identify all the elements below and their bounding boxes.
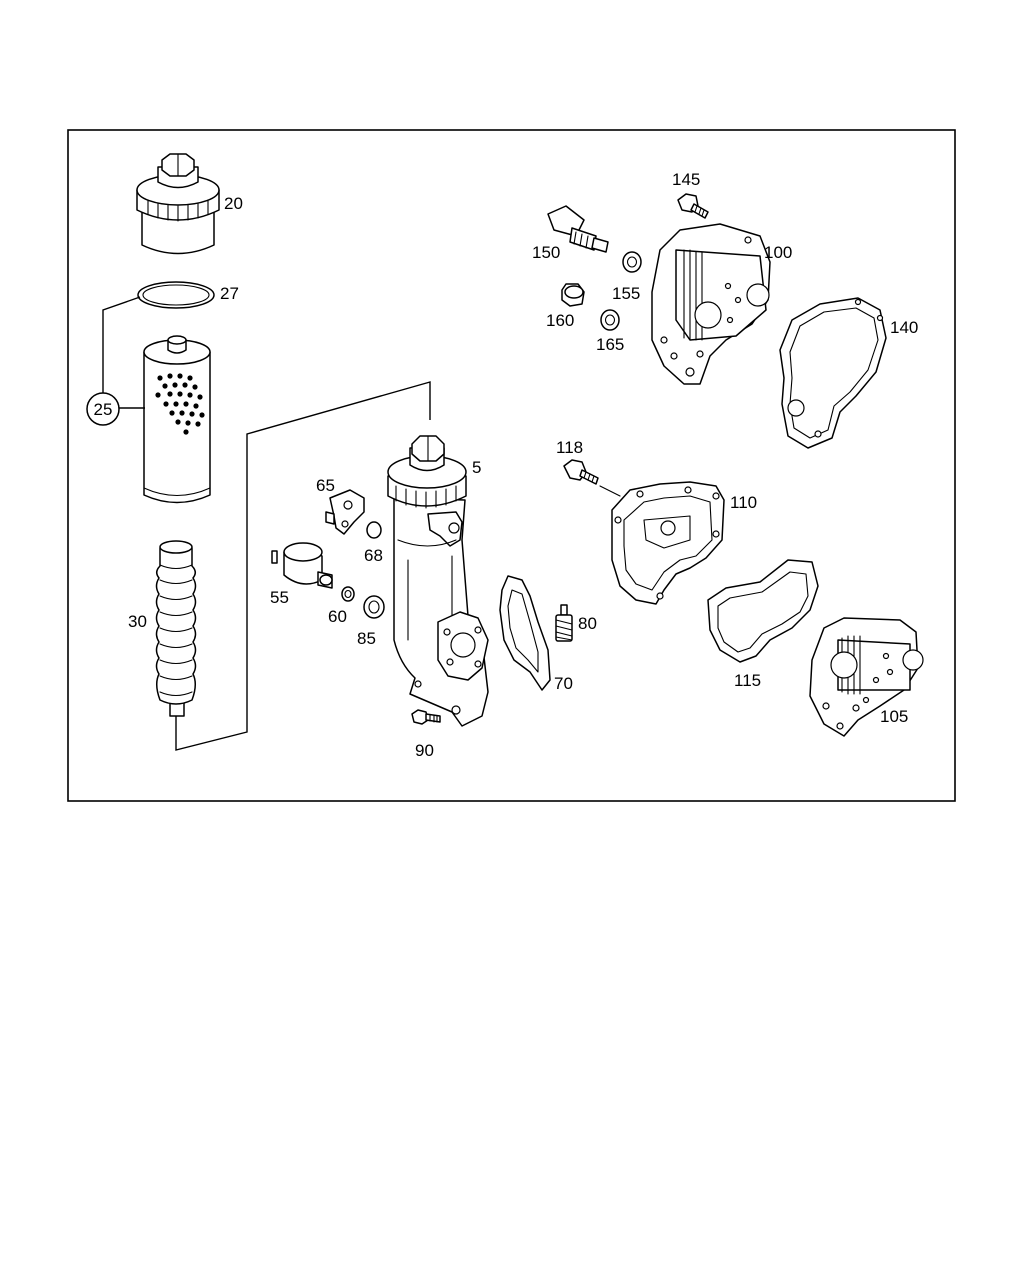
- cover-plate-part: [611, 481, 725, 605]
- sensor-part: [547, 205, 609, 253]
- callout-90: 90: [415, 741, 434, 760]
- callout-27: 27: [220, 284, 239, 303]
- washer-155-part: [622, 251, 642, 273]
- valve-insert-part: [555, 604, 573, 642]
- callout-80: 80: [578, 614, 597, 633]
- standpipe-part: [155, 540, 197, 717]
- callout-110: 110: [730, 493, 757, 512]
- assembly-leader-line: [175, 381, 431, 751]
- callout-165: 165: [596, 335, 624, 354]
- callout-118: 118: [556, 438, 583, 457]
- callout-55: 55: [270, 588, 289, 607]
- callout-100: 100: [764, 243, 792, 262]
- callout-155: 155: [612, 284, 640, 303]
- callout-145: 145: [672, 170, 700, 189]
- washer-165-part: [600, 309, 620, 331]
- callout-30: 30: [128, 612, 147, 631]
- callout-5: 5: [472, 458, 481, 477]
- callout-85: 85: [357, 629, 376, 648]
- oil-cooler-100-part: [651, 223, 771, 385]
- o-ring-27-part: [137, 281, 215, 309]
- callout-60: 60: [328, 607, 347, 626]
- seal-ring-68-part: [366, 521, 382, 539]
- callout-70: 70: [554, 674, 573, 693]
- callout-25-bracket: [86, 296, 145, 426]
- callout-20: 20: [224, 194, 243, 213]
- washer-85-part: [363, 595, 385, 619]
- oil-cooler-105-part: [809, 617, 924, 737]
- filter-housing-part: [387, 435, 489, 727]
- gasket-140-part: [779, 297, 887, 449]
- callout-140: 140: [890, 318, 918, 337]
- filter-cap-part: [136, 153, 220, 255]
- callout-68: 68: [364, 546, 383, 565]
- bolt-145-part: [677, 193, 709, 219]
- callout-115: 115: [734, 671, 761, 690]
- bolt-90-part: [411, 709, 441, 725]
- callout-105: 105: [880, 707, 908, 726]
- flange-part: [325, 489, 365, 535]
- callout-160: 160: [546, 311, 574, 330]
- bolt-118-part: [563, 459, 621, 497]
- plug-part: [561, 283, 585, 307]
- callout-25: 25: [94, 400, 113, 419]
- gasket-115-part: [707, 559, 819, 663]
- washer-60-part: [341, 586, 355, 602]
- callout-150: 150: [532, 243, 560, 262]
- callout-65: 65: [316, 476, 335, 495]
- filter-element-part: [143, 335, 211, 504]
- gasket-70-part: [499, 575, 551, 691]
- diagram-frame: [67, 129, 956, 802]
- valve-part: [271, 542, 333, 589]
